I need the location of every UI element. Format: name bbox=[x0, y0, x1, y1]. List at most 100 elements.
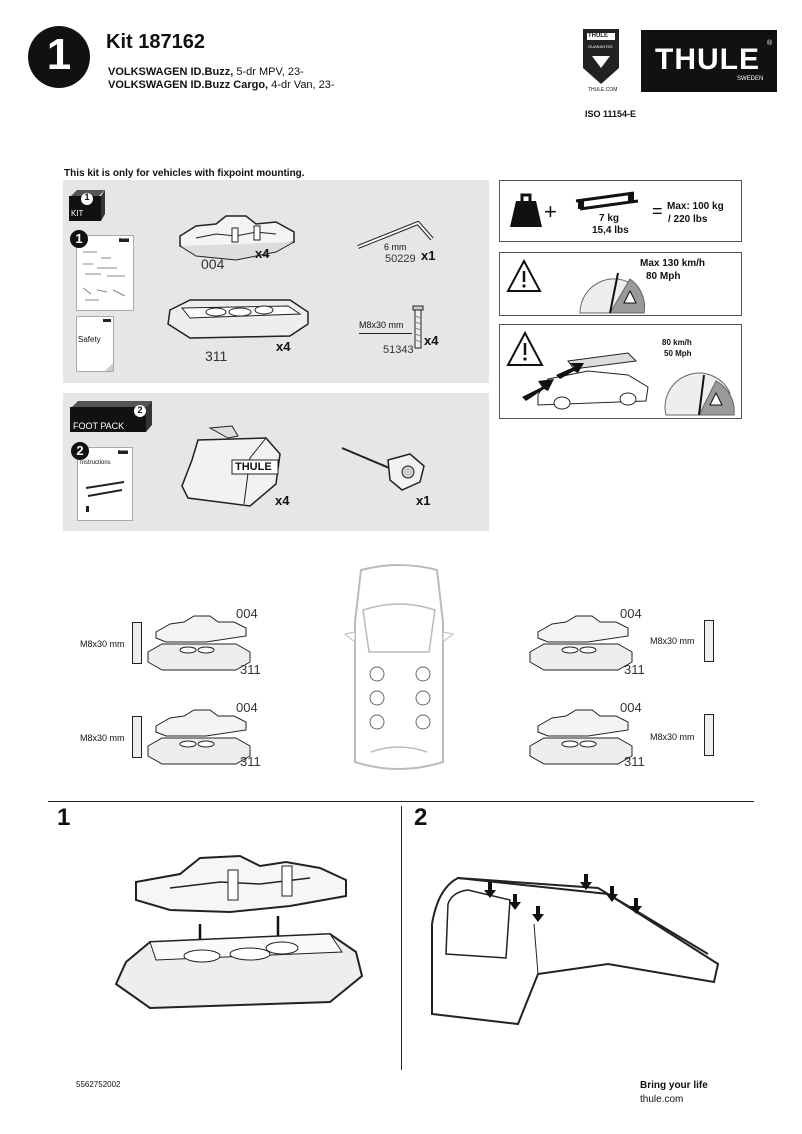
plus-icon: + bbox=[544, 199, 557, 224]
badge-bottom-text: THULE.COM bbox=[588, 87, 618, 93]
step-2-number: 2 bbox=[414, 804, 428, 831]
vehicle-line-2: VOLKSWAGEN ID.Buzz Cargo, 4-dr Van, 23- bbox=[108, 79, 335, 91]
doc2-number: 2 bbox=[76, 443, 84, 458]
screw-icon bbox=[704, 620, 714, 662]
step-2-illustration bbox=[418, 864, 726, 1026]
lock-key-qty: x1 bbox=[416, 493, 431, 508]
vehicle-model: VOLKSWAGEN ID.Buzz, bbox=[108, 66, 234, 78]
foot-brand: THULE bbox=[235, 461, 272, 473]
hex-key-qty: x1 bbox=[421, 248, 436, 263]
footer-website[interactable]: thule.com bbox=[640, 1094, 684, 1105]
part-311-qty: x4 bbox=[276, 339, 291, 354]
placement-top-code: 004 bbox=[620, 700, 642, 715]
screw-qty: x4 bbox=[424, 333, 439, 348]
thule-logo bbox=[641, 30, 777, 92]
vehicle-desc: 4-dr Van, 23- bbox=[268, 79, 335, 91]
screw-leader bbox=[359, 333, 412, 334]
lock-key-illustration bbox=[340, 446, 426, 492]
load-warning: + = bbox=[499, 180, 742, 242]
instructions-doc bbox=[77, 447, 133, 521]
placement-screw-label: M8x30 mm bbox=[80, 733, 125, 743]
screw-icon bbox=[132, 716, 142, 758]
load-max-lbs: / 220 lbs bbox=[668, 214, 708, 225]
thule-logo-sub: SWEDEN bbox=[737, 76, 764, 82]
step-circle bbox=[28, 26, 90, 88]
load-speed-warning bbox=[499, 324, 742, 419]
equals-icon: = bbox=[652, 201, 663, 221]
vehicle-model: VOLKSWAGEN ID.Buzz Cargo, bbox=[108, 79, 269, 91]
car-roofbox-icon bbox=[522, 352, 649, 410]
screw-code: 51343 bbox=[383, 344, 414, 356]
doc-number: 1 bbox=[75, 231, 83, 246]
roof-bar-icon bbox=[575, 191, 639, 211]
screw-illustration bbox=[412, 305, 424, 350]
bracket-stack bbox=[147, 709, 251, 765]
placement-group-front-right: 004 311 M8x30 mm bbox=[526, 604, 726, 680]
foot-illustration bbox=[180, 424, 284, 510]
placement-screw-label: M8x30 mm bbox=[80, 639, 125, 649]
doc-brand: THULE bbox=[119, 236, 129, 240]
footpack-box-label: FOOT PACK bbox=[73, 421, 125, 431]
placement-screw-label: M8x30 mm bbox=[650, 636, 695, 646]
part-004-illustration bbox=[176, 212, 296, 264]
footer-tagline: Bring your life bbox=[640, 1080, 708, 1091]
footpack-box-icon bbox=[68, 399, 154, 433]
instructions-label: Instructions bbox=[80, 460, 111, 466]
placement-top-code: 004 bbox=[620, 606, 642, 621]
screw-icon bbox=[132, 622, 142, 664]
steps-divider bbox=[48, 801, 754, 802]
iso-label: ISO 11154-E bbox=[585, 109, 637, 119]
steps-vertical-divider bbox=[401, 806, 402, 1070]
safety-label: Safety bbox=[78, 335, 101, 344]
part-number: 5562752002 bbox=[76, 1080, 121, 1089]
part-004-qty: x4 bbox=[255, 246, 270, 261]
part-311-code: 311 bbox=[205, 348, 228, 364]
placement-bottom-code: 311 bbox=[624, 754, 645, 769]
kit-box-icon bbox=[67, 186, 107, 222]
placement-bottom-code: 311 bbox=[624, 662, 645, 677]
guarantee-badge bbox=[582, 28, 620, 94]
thule-logo-text: THULE bbox=[655, 43, 760, 76]
hex-key-illustration bbox=[356, 217, 436, 253]
load-max: Max: 100 kg bbox=[667, 201, 724, 212]
kit-title: Kit 187162 bbox=[106, 31, 205, 53]
speedometer-icon bbox=[579, 272, 646, 314]
kit-box-label: KIT bbox=[71, 209, 84, 218]
doc2-number-circle bbox=[71, 442, 89, 460]
speed2-mph: 50 Mph bbox=[664, 349, 692, 358]
badge-top-text: THULE bbox=[588, 33, 608, 39]
instruction-doc bbox=[76, 235, 134, 311]
speedometer-icon bbox=[664, 372, 735, 416]
bracket-stack bbox=[529, 615, 633, 671]
placement-screw-label: M8x30 mm bbox=[650, 732, 695, 742]
badge-sub-text: GUARANTEE bbox=[588, 44, 613, 49]
speed-max-mph: 80 Mph bbox=[646, 271, 681, 282]
footpack-box-number: 2 bbox=[137, 405, 143, 415]
hex-key-code: 50229 bbox=[385, 253, 416, 265]
vehicle-desc: 5-dr MPV, 23- bbox=[233, 66, 304, 78]
doc-number-circle bbox=[70, 230, 88, 248]
car-topview bbox=[343, 562, 455, 774]
speed-max-kmh: Max 130 km/h bbox=[640, 258, 706, 269]
vehicle-line-1: VOLKSWAGEN ID.Buzz, 5-dr MPV, 23- bbox=[108, 66, 304, 78]
placement-group-rear-left: M8x30 mm 004 311 bbox=[76, 698, 276, 774]
part-004-code: 004 bbox=[201, 256, 225, 272]
placement-group-rear-right: 004 311 M8x30 mm bbox=[526, 698, 726, 774]
bracket-stack bbox=[529, 709, 633, 765]
screw-icon bbox=[704, 714, 714, 756]
foot-qty: x4 bbox=[275, 493, 290, 508]
hex-key-size: 6 mm bbox=[384, 242, 407, 252]
thule-logo-registered: ® bbox=[767, 40, 773, 47]
part-311-illustration bbox=[160, 294, 312, 344]
speed2-kmh: 80 km/h bbox=[662, 338, 692, 347]
screw-size: M8x30 mm bbox=[359, 320, 404, 330]
load-weight-lbs: 15,4 lbs bbox=[592, 225, 629, 236]
placement-bottom-code: 311 bbox=[240, 754, 261, 769]
fixpoint-note: This kit is only for vehicles with fixpo… bbox=[64, 168, 305, 179]
kit-panel bbox=[63, 180, 489, 383]
bracket-stack bbox=[147, 615, 251, 671]
step-number: 1 bbox=[46, 30, 72, 79]
step-1-number: 1 bbox=[57, 804, 71, 831]
load-weight: 7 kg bbox=[599, 213, 620, 224]
doc2-brand: THULE bbox=[118, 448, 128, 452]
